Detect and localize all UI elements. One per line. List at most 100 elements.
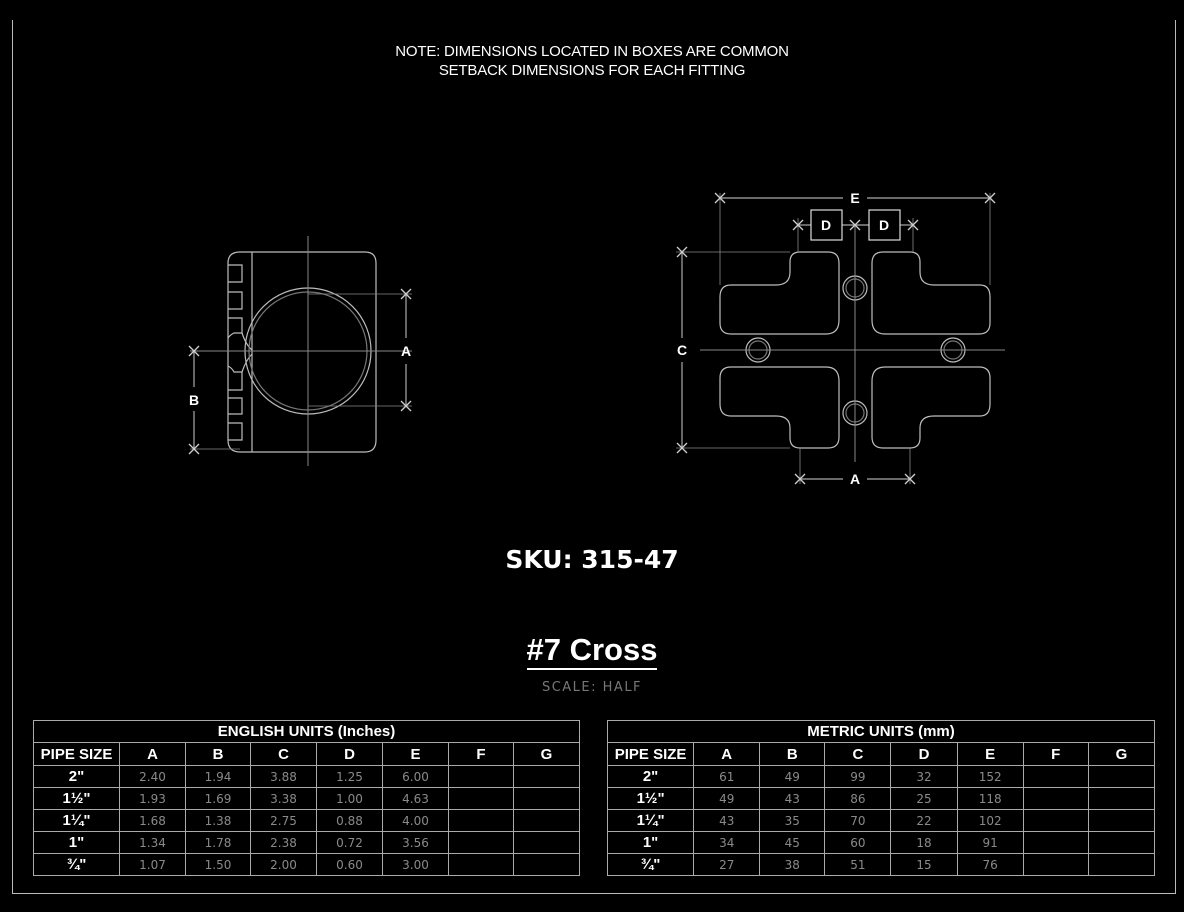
dimension-cell-e: 152 <box>956 765 1024 788</box>
column-header: D <box>316 742 383 766</box>
dimension-cell-g <box>1087 787 1156 810</box>
dimension-cell-f <box>1022 787 1089 810</box>
sku-label: SKU: 315-47 <box>505 545 679 574</box>
dimension-cell-c: 2.38 <box>250 831 317 854</box>
dimension-cell-e: 4.63 <box>382 787 449 810</box>
dimension-cell-a: 61 <box>693 765 761 788</box>
column-header: B <box>185 742 251 766</box>
table-caption: ENGLISH UNITS (Inches) <box>33 720 580 743</box>
dimension-cell-g <box>513 809 580 832</box>
dimension-cell-g <box>513 853 580 876</box>
dimension-cell-d: 1.00 <box>316 787 383 810</box>
dimension-cell-f <box>1022 831 1089 854</box>
column-header: F <box>1022 742 1089 766</box>
dimension-cell-a: 34 <box>693 831 761 854</box>
dimension-cell-f <box>448 765 514 788</box>
dimension-cell-g <box>1087 853 1156 876</box>
pipe-size-cell: 1¼" <box>606 809 695 832</box>
pipe-size-cell: 1½" <box>33 787 120 810</box>
dimension-cell-d: 15 <box>890 853 958 876</box>
dimension-cell-f <box>1022 765 1089 788</box>
front-dim-e-label: E <box>850 190 859 206</box>
dimension-cell-c: 2.75 <box>250 809 317 832</box>
pipe-size-cell: ¾" <box>33 853 120 876</box>
dimension-cell-g <box>1087 809 1156 832</box>
dimension-cell-b: 1.38 <box>185 809 251 832</box>
dimension-cell-a: 27 <box>693 853 761 876</box>
dimension-cell-f <box>448 809 514 832</box>
dimension-cell-a: 1.07 <box>119 853 186 876</box>
pipe-size-cell: 2" <box>33 765 120 788</box>
dimension-cell-e: 6.00 <box>382 765 449 788</box>
dimension-cell-d: 0.72 <box>316 831 383 854</box>
column-header: E <box>382 742 449 766</box>
dimension-cell-c: 3.88 <box>250 765 317 788</box>
side-view <box>190 236 412 466</box>
column-header: PIPE SIZE <box>606 742 695 766</box>
side-dim-b-label: B <box>189 392 199 408</box>
part-title: #7 Cross <box>0 632 1184 670</box>
column-header: PIPE SIZE <box>33 742 120 766</box>
dimension-cell-c: 86 <box>824 787 892 810</box>
dimension-cell-e: 3.56 <box>382 831 449 854</box>
column-header: A <box>119 742 186 766</box>
dimension-cell-c: 3.38 <box>250 787 317 810</box>
column-header: E <box>956 742 1024 766</box>
dimension-cell-e: 102 <box>956 809 1024 832</box>
dimension-cell-g <box>513 765 580 788</box>
dimension-cell-a: 2.40 <box>119 765 186 788</box>
dimension-cell-d: 22 <box>890 809 958 832</box>
note-line-1: NOTE: DIMENSIONS LOCATED IN BOXES ARE CO… <box>395 43 789 60</box>
front-dim-c-label: C <box>677 342 687 358</box>
dimension-cell-b: 1.78 <box>185 831 251 854</box>
dimension-note: NOTE: DIMENSIONS LOCATED IN BOXES ARE CO… <box>0 42 1184 80</box>
column-header: G <box>1087 742 1156 766</box>
front-dim-d-right-label: D <box>879 217 889 233</box>
dimension-cell-c: 51 <box>824 853 892 876</box>
dimension-cell-b: 38 <box>759 853 826 876</box>
dimension-cell-b: 35 <box>759 809 826 832</box>
dimension-cell-f <box>1022 809 1089 832</box>
column-header: C <box>824 742 892 766</box>
dimension-cell-f <box>1022 853 1089 876</box>
dimension-cell-e: 91 <box>956 831 1024 854</box>
dimension-cell-e: 118 <box>956 787 1024 810</box>
dimension-cell-c: 99 <box>824 765 892 788</box>
dimension-cell-b: 1.69 <box>185 787 251 810</box>
column-header: A <box>693 742 761 766</box>
dimension-cell-d: 18 <box>890 831 958 854</box>
front-dim-d-left-label: D <box>821 217 831 233</box>
dimension-cell-d: 25 <box>890 787 958 810</box>
scale-label: SCALE: HALF <box>541 680 643 695</box>
note-line-2: SETBACK DIMENSIONS FOR EACH FITTING <box>438 62 746 79</box>
column-header: G <box>513 742 580 766</box>
table-caption: METRIC UNITS (mm) <box>607 720 1155 743</box>
dimension-cell-a: 1.93 <box>119 787 186 810</box>
column-header: F <box>448 742 514 766</box>
part-title-text: #7 Cross <box>526 632 658 670</box>
column-header: B <box>759 742 826 766</box>
dimension-cell-f <box>448 853 514 876</box>
dimension-cell-b: 1.50 <box>185 853 251 876</box>
dimension-cell-c: 70 <box>824 809 892 832</box>
pipe-size-cell: 2" <box>606 765 695 788</box>
dimension-cell-c: 60 <box>824 831 892 854</box>
dimension-cell-d: 1.25 <box>316 765 383 788</box>
dimension-cell-b: 49 <box>759 765 826 788</box>
dimension-cell-d: 0.60 <box>316 853 383 876</box>
dimension-cell-d: 32 <box>890 765 958 788</box>
pipe-size-cell: 1" <box>606 831 695 854</box>
dimension-cell-f <box>448 831 514 854</box>
column-header: C <box>250 742 317 766</box>
front-view <box>676 193 1005 484</box>
dimension-cell-g <box>513 787 580 810</box>
